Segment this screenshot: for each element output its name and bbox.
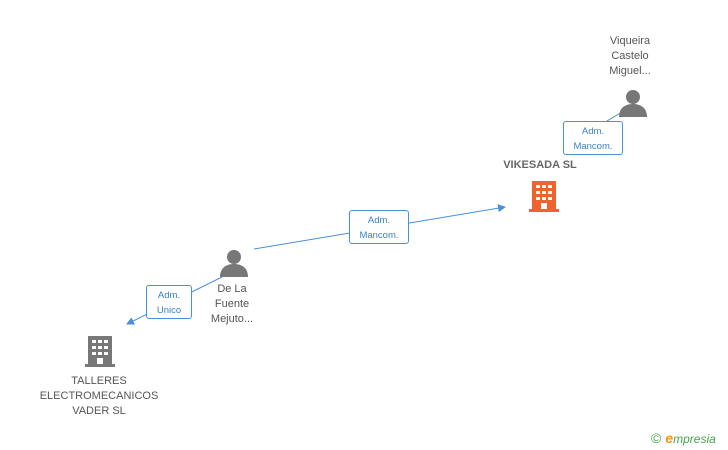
edge-label-line: Adm. xyxy=(367,215,391,226)
node-vikesada-label: VIKESADA SL xyxy=(503,159,577,171)
edge-label-line: Unico xyxy=(156,305,182,316)
label-line: Castelo xyxy=(611,50,649,62)
label-line: De La xyxy=(217,283,247,295)
edge-label-viqueira-vikesada[interactable]: Adm. Mancom. xyxy=(563,121,623,155)
edge-label-delafuente-vikesada[interactable]: Adm. Mancom. xyxy=(349,210,409,244)
label-line: Viqueira xyxy=(609,35,651,47)
edge-label-line: Mancom. xyxy=(573,141,613,152)
edge-label-line: Mancom. xyxy=(359,230,399,241)
node-delafuente-label: De La Fuente Mejuto... xyxy=(192,282,272,327)
building-icon xyxy=(529,181,559,212)
node-talleres-label: TALLERES ELECTROMECANICOS VADER SL xyxy=(37,374,161,419)
brand-text: mpresia xyxy=(673,432,716,446)
label-line: Miguel... xyxy=(609,65,651,77)
person-icon xyxy=(619,90,647,117)
label-line: Fuente xyxy=(214,298,250,310)
label-line: TALLERES xyxy=(71,375,127,387)
label-line: Mejuto... xyxy=(210,313,254,325)
copyright-icon: © xyxy=(651,430,662,446)
person-icon xyxy=(220,250,248,277)
brand-e: e xyxy=(665,430,674,446)
label-line: VADER SL xyxy=(72,405,126,417)
edge-label-line: Adm. xyxy=(157,290,181,301)
edge-label-line: Adm. xyxy=(581,126,605,137)
empresia-logo: ©empresia xyxy=(651,430,716,446)
edge-label-delafuente-talleres[interactable]: Adm. Unico xyxy=(146,285,192,319)
node-viqueira-label: Viqueira Castelo Miguel... xyxy=(590,34,670,79)
label-line: ELECTROMECANICOS xyxy=(39,390,159,402)
building-icon xyxy=(85,336,115,367)
